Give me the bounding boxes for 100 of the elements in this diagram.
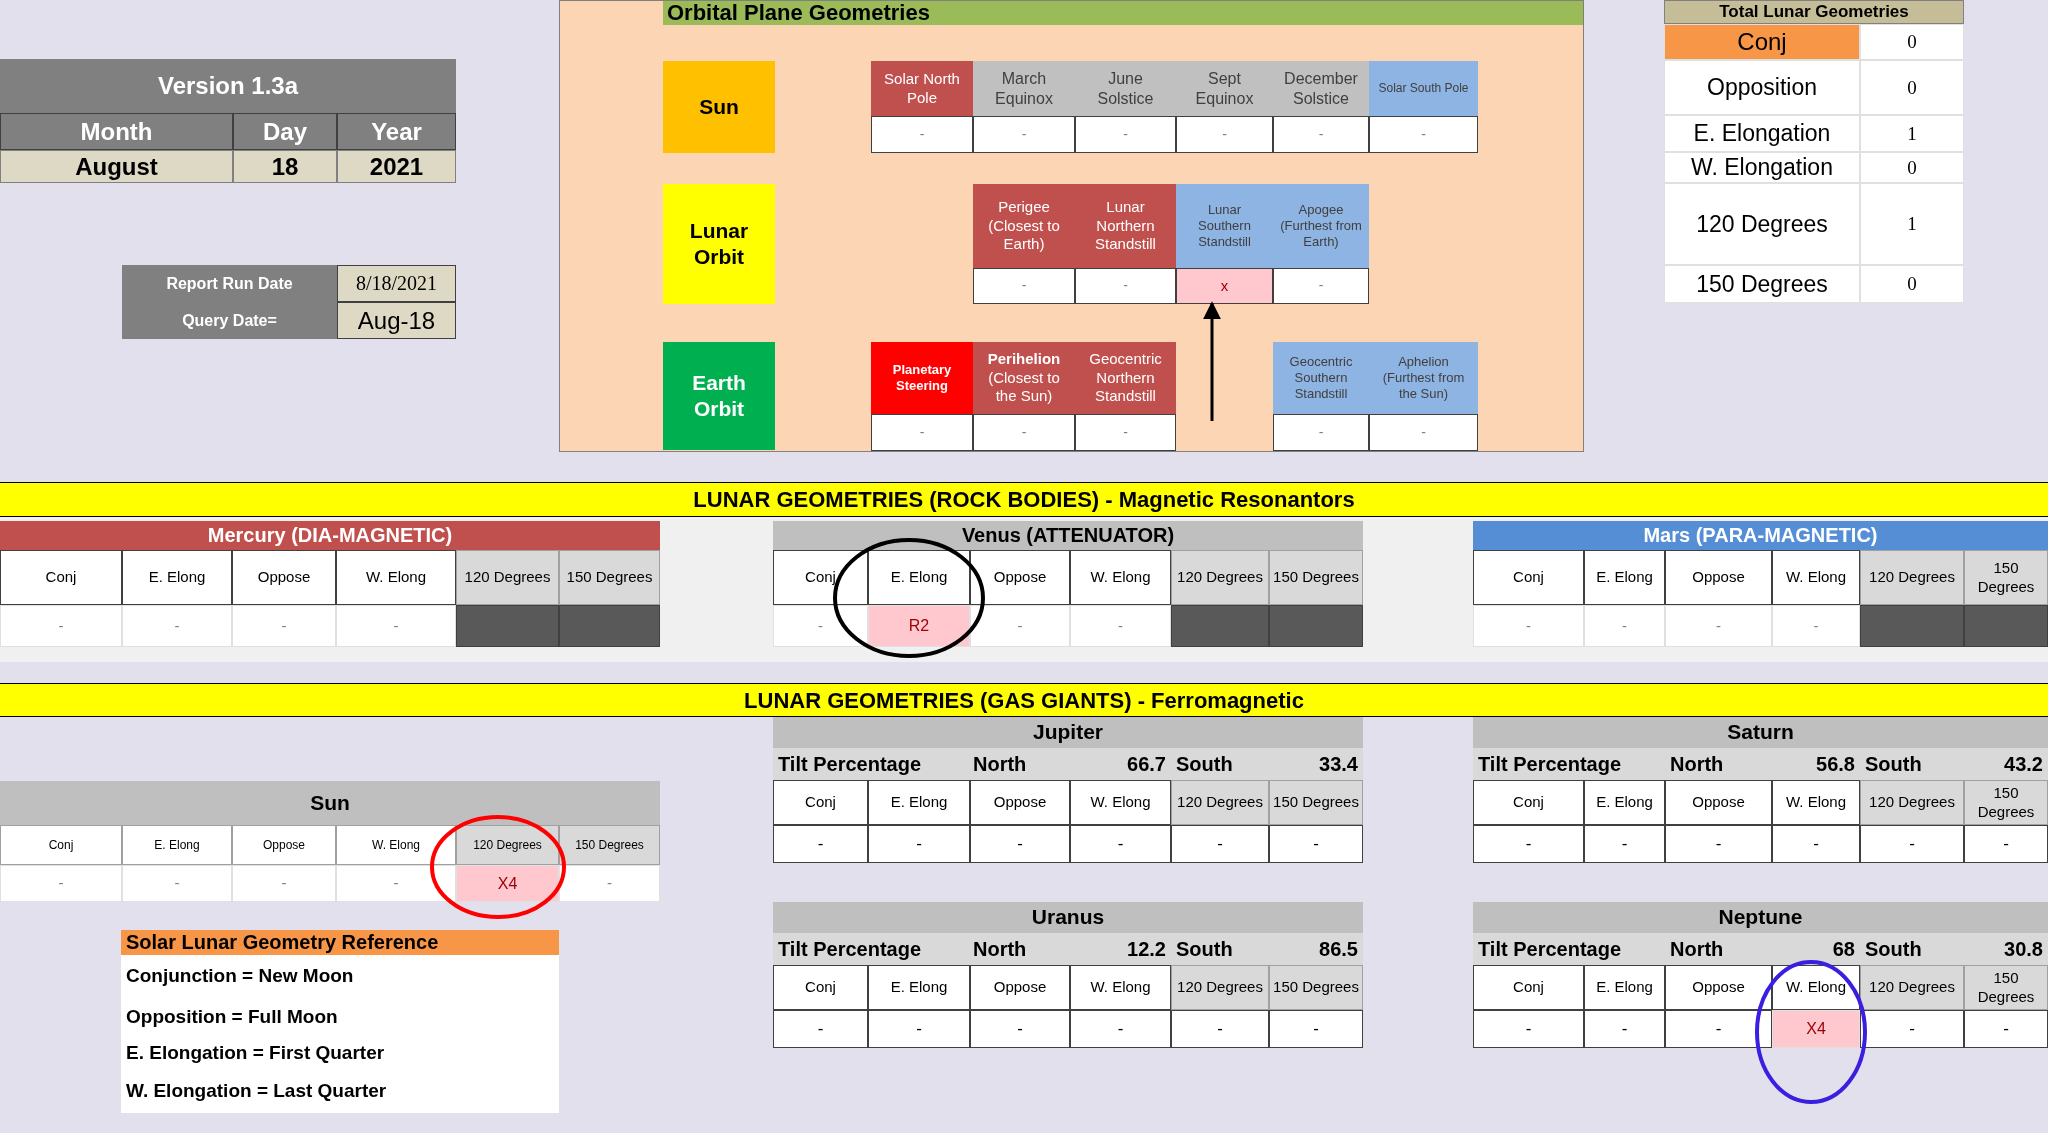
value-cell: - xyxy=(773,605,868,647)
value-cell: - xyxy=(1273,414,1369,451)
table-title: Mercury (DIA-MAGNETIC) xyxy=(0,521,660,550)
value-cell: - xyxy=(1665,605,1772,647)
value-cell: - xyxy=(1584,825,1665,863)
data-table xyxy=(1473,902,2048,1048)
header-cell: 150 Degrees xyxy=(1964,965,2048,1010)
data-table xyxy=(122,265,456,339)
header-cell: E. Elongation xyxy=(1664,115,1860,152)
value-cell: 2021 xyxy=(337,150,456,183)
header-cell: Conj xyxy=(773,965,868,1010)
data-table xyxy=(1664,0,1964,303)
header-cell: Lunar Southern Standstill xyxy=(1176,184,1273,268)
value-cell: 68 xyxy=(1772,933,1860,965)
header-cell: Geocentric Southern Standstill xyxy=(1273,342,1369,414)
header-cell: W. Elong xyxy=(1772,780,1860,825)
header-cell: Perigee (Closest to Earth) xyxy=(973,184,1075,268)
header-cell: Oppose xyxy=(232,825,336,865)
value-cell: - xyxy=(1269,1010,1363,1048)
header-cell: South xyxy=(1860,933,1964,965)
table-title: Venus (ATTENUATOR) xyxy=(773,521,1363,550)
arrow xyxy=(1203,301,1221,421)
header-cell: Tilt Percentage xyxy=(1473,748,1665,780)
value-cell: - xyxy=(1070,605,1171,647)
header-cell: 150 Degrees xyxy=(1269,780,1363,825)
value-cell: X4 xyxy=(1772,1010,1860,1048)
value-cell: - xyxy=(1665,825,1772,863)
header-cell: Query Date= xyxy=(122,302,337,339)
value-cell: - xyxy=(871,414,973,451)
header-cell: North xyxy=(968,933,1070,965)
header-cell: Aphelion (Furthest from the Sun) xyxy=(1369,342,1478,414)
header-cell: December Solstice xyxy=(1273,61,1369,116)
header-cell: Conj xyxy=(1664,24,1860,60)
value-cell: - xyxy=(1860,825,1964,863)
value-cell: - xyxy=(1473,1010,1584,1048)
header-cell: Oppose xyxy=(970,550,1070,605)
header-cell: Conj xyxy=(1473,780,1584,825)
header-cell: 120 Degrees xyxy=(456,825,559,865)
table-title: Total Lunar Geometries xyxy=(1664,0,1964,24)
category-box: Earth Orbit xyxy=(663,342,775,450)
value-cell: - xyxy=(1473,605,1584,647)
header-cell: Oppose xyxy=(1665,780,1772,825)
header-cell: E. Elong xyxy=(868,780,970,825)
header-cell: W. Elong xyxy=(1070,965,1171,1010)
header-cell: 120 Degrees xyxy=(1171,550,1269,605)
header-cell: 120 Degrees xyxy=(456,550,559,605)
header-cell: Month xyxy=(0,113,233,150)
value-cell: - xyxy=(1070,1010,1171,1048)
header-cell: Tilt Percentage xyxy=(1473,933,1665,965)
panel xyxy=(559,0,1584,452)
section-banner: LUNAR GEOMETRIES (ROCK BODIES) - Magnetic Resonantors xyxy=(0,482,2048,517)
value-cell: 0 xyxy=(1860,60,1964,115)
value-cell: - xyxy=(232,605,336,647)
value-cell: - xyxy=(1070,825,1171,863)
value-cell: - xyxy=(1473,825,1584,863)
value-cell: - xyxy=(336,605,456,647)
header-cell: Day xyxy=(233,113,337,150)
table-title: Jupiter xyxy=(773,717,1363,748)
value-cell: - xyxy=(773,1010,868,1048)
header-cell: 150 Degrees xyxy=(1664,265,1860,303)
header-cell: 150 Degrees xyxy=(1964,550,2048,605)
value-cell: - xyxy=(1584,605,1665,647)
value-cell: - xyxy=(1176,116,1273,153)
value-cell: - xyxy=(1369,116,1478,153)
header-cell: E. Elong xyxy=(1584,550,1665,605)
value-cell: - xyxy=(1772,825,1860,863)
table-title: Version 1.3a xyxy=(0,59,456,113)
header-cell: March Equinox xyxy=(973,61,1075,116)
header-cell: South xyxy=(1860,748,1964,780)
value-cell: - xyxy=(1860,1010,1964,1048)
value-cell: - xyxy=(559,865,660,902)
header-cell: 150 Degrees xyxy=(559,825,660,865)
value-cell: 56.8 xyxy=(1772,748,1860,780)
header-cell: Year xyxy=(337,113,456,150)
header-cell: Conj xyxy=(773,550,868,605)
value-cell: - xyxy=(1964,825,2048,863)
data-table xyxy=(0,59,456,183)
value-cell: 12.2 xyxy=(1070,933,1171,965)
header-cell: Planetary Steering xyxy=(871,342,973,414)
value-cell: - xyxy=(773,825,868,863)
header-cell: W. Elongation xyxy=(1664,152,1860,183)
header-cell: W. Elong xyxy=(1070,780,1171,825)
header-cell: North xyxy=(1665,933,1772,965)
value-cell: 8/18/2021 xyxy=(337,265,456,302)
data-table xyxy=(773,521,1363,647)
value-cell: 43.2 xyxy=(1964,748,2048,780)
value-cell: - xyxy=(0,865,122,902)
header-cell: Report Run Date xyxy=(122,265,337,302)
header-cell: W. Elong xyxy=(1070,550,1171,605)
value-cell: - xyxy=(868,1010,970,1048)
value-cell: 18 xyxy=(233,150,337,183)
header-cell: Perihelion (Closest to the Sun) xyxy=(973,342,1075,414)
data-table xyxy=(773,902,1363,1048)
category-box: Lunar Orbit xyxy=(663,184,775,304)
value-cell: - xyxy=(1273,268,1369,304)
table-title: Uranus xyxy=(773,902,1363,933)
header-cell: Oppose xyxy=(232,550,336,605)
data-table xyxy=(1473,521,2048,647)
value-cell: - xyxy=(1369,414,1478,451)
value-cell: - xyxy=(1273,116,1369,153)
